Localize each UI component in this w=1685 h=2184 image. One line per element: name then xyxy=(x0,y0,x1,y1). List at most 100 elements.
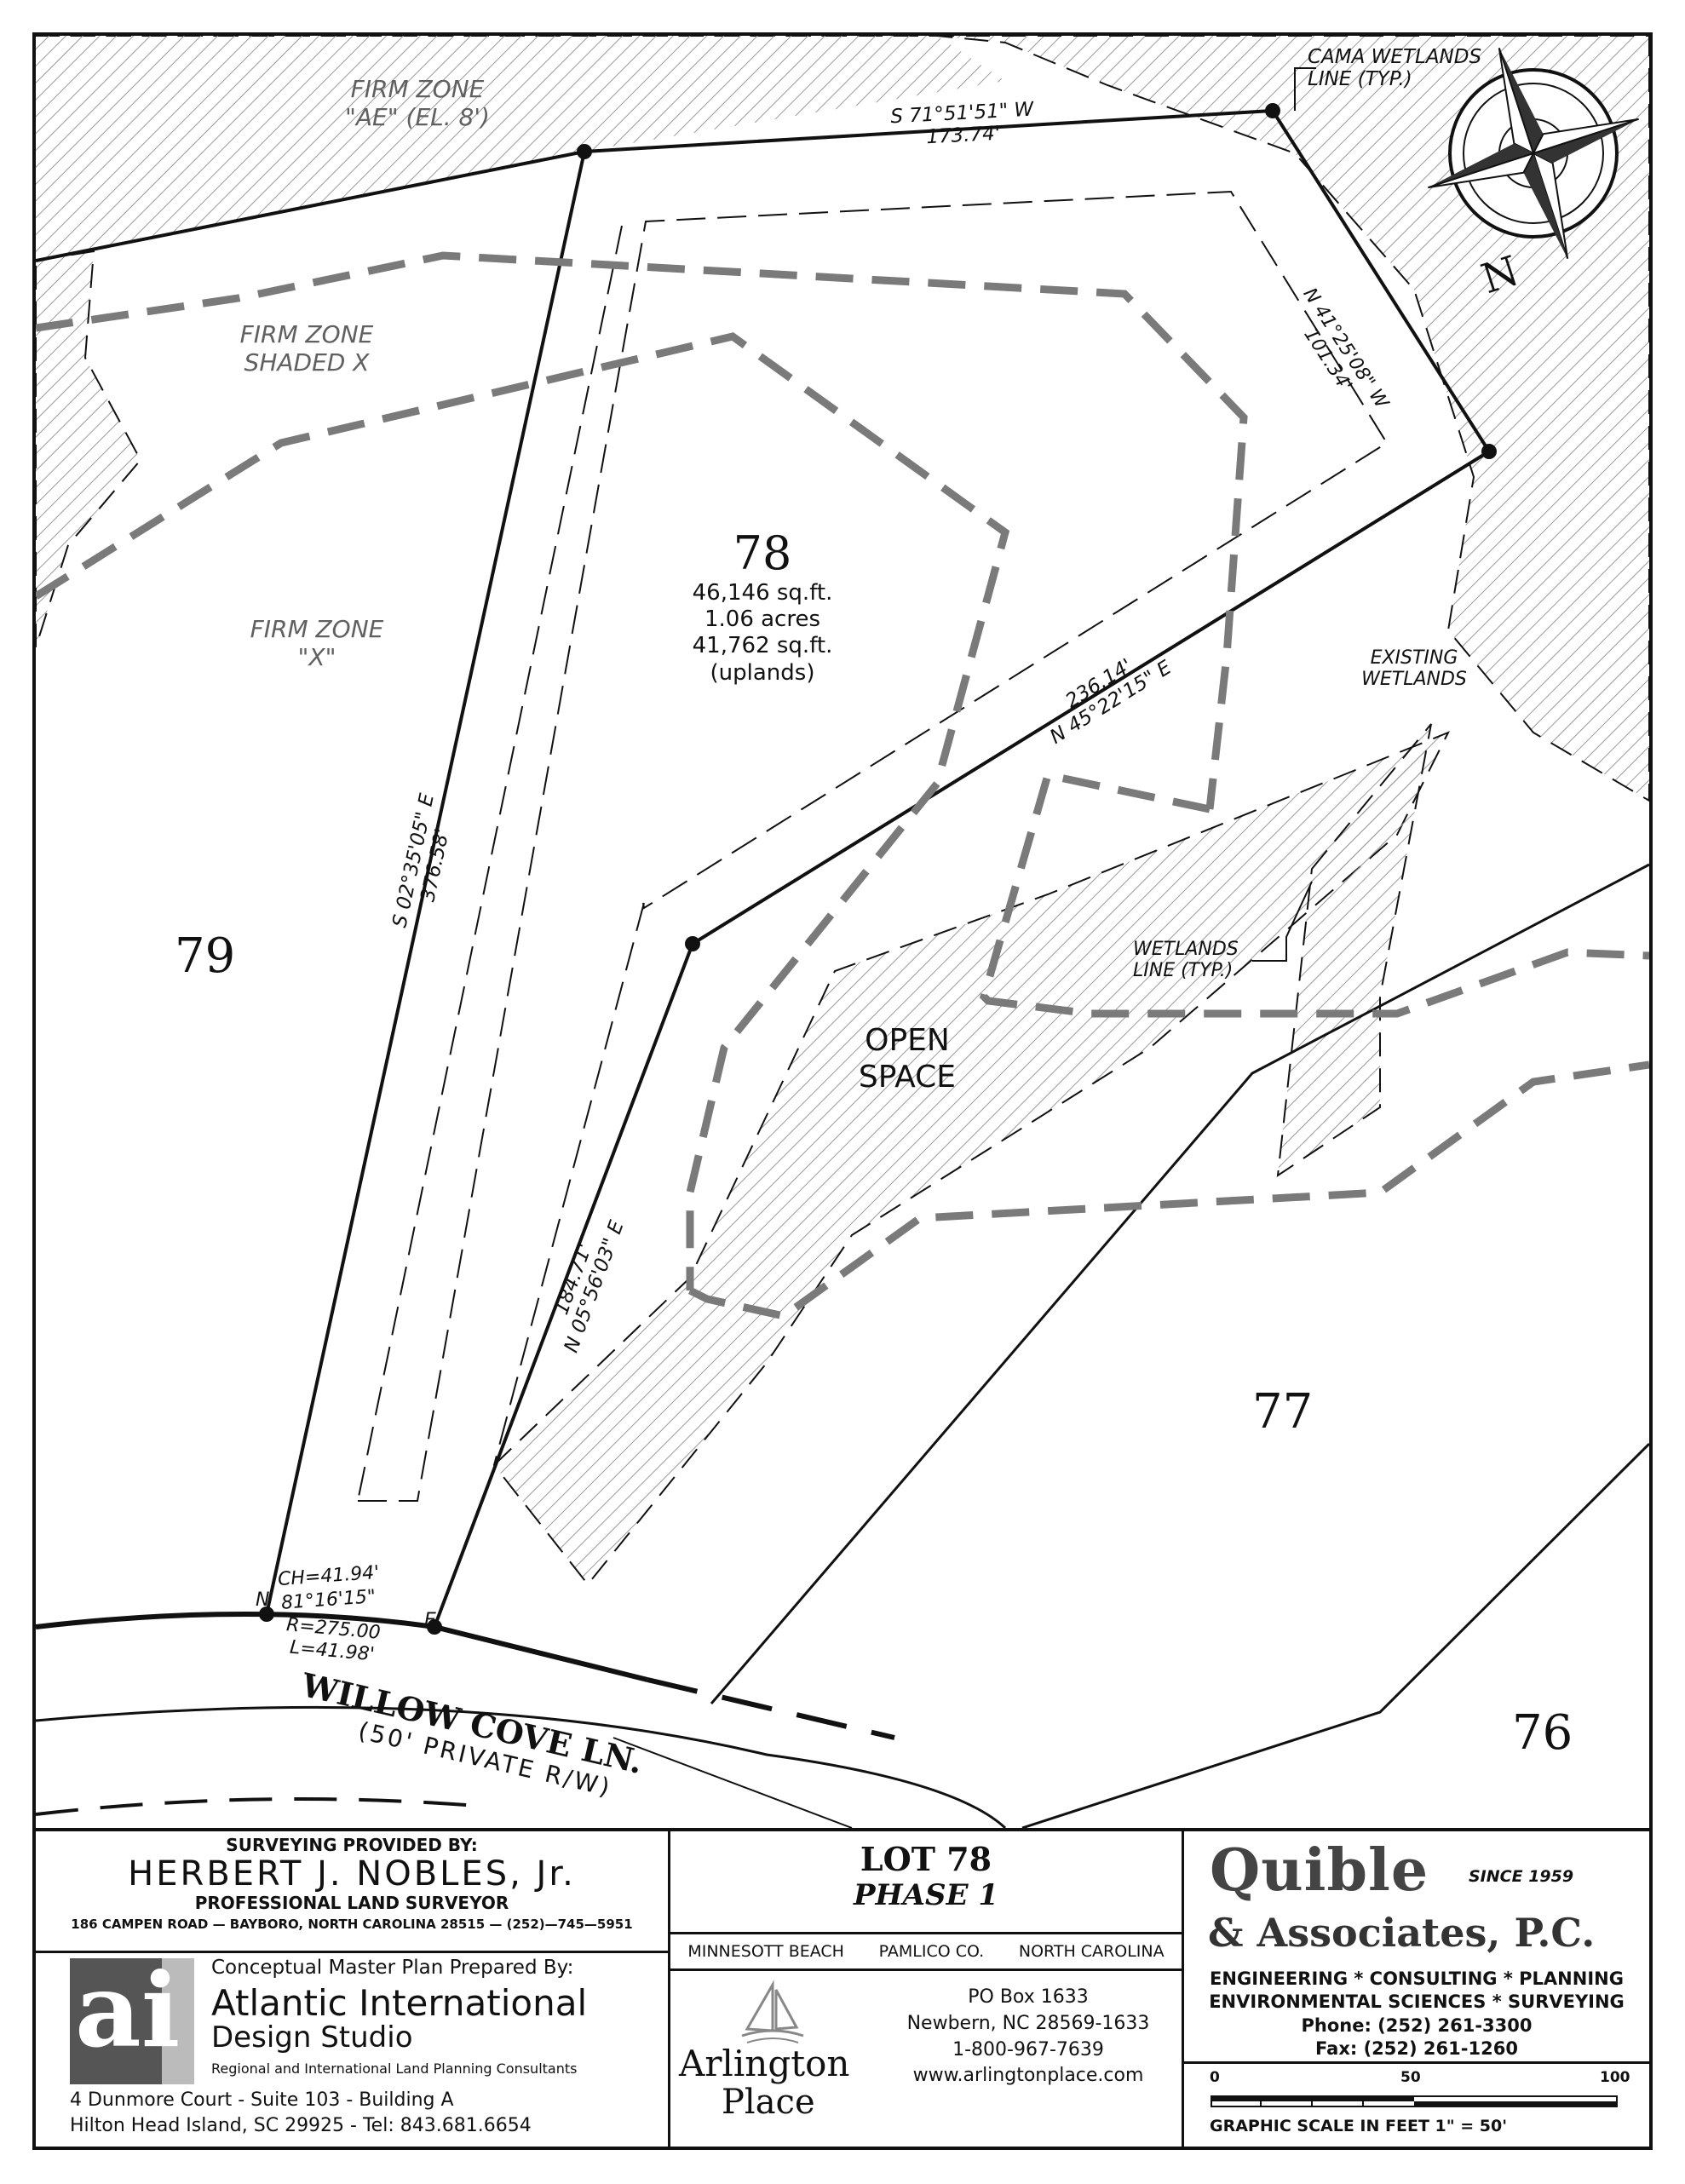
lot-corner-marker xyxy=(1265,103,1280,118)
open-space-line1: OPEN xyxy=(865,1023,950,1058)
firm-zone-line-upper xyxy=(36,251,1248,810)
firm-zone-line-wet xyxy=(979,770,1649,1018)
hatch-west-wetland xyxy=(36,250,142,648)
designer-panel: ai Conceptual Master Plan Prepared By: A… xyxy=(36,1953,668,2147)
lot-corner-marker xyxy=(427,1619,442,1635)
ai-logo-icon: ai xyxy=(70,1958,194,2084)
arlington-panel: Arlington Place PO Box 1633 Newbern, NC … xyxy=(670,1971,1182,2141)
wetlands-line2: LINE (TYP.) xyxy=(1133,960,1234,981)
firm-zone-line-south xyxy=(687,1060,1649,1320)
location-town: MINNESOTT BEACH xyxy=(687,1942,844,1961)
location-state: NORTH CAROLINA xyxy=(1018,1942,1165,1961)
lot-corner-marker xyxy=(685,936,700,951)
wetlands-line-label: WETLANDS LINE (TYP.) xyxy=(1133,939,1239,981)
arlington-contact: PO Box 1633 Newbern, NC 28569-1633 1-800… xyxy=(883,1985,1173,2089)
graphic-scale-panel: 0 50 100 GRAPHIC SCALE IN FEET 1" = 50' xyxy=(1184,2061,1649,2146)
lot-78-info: 78 46,146 sq.ft. 1.06 acres 41,762 sq.ft… xyxy=(656,526,869,687)
quible-name-line2: & Associates, P.C. xyxy=(1208,1910,1596,1956)
firm-zone-shaded-line2: SHADED X xyxy=(244,348,370,376)
lot-76-number: 76 xyxy=(1512,1705,1573,1761)
location-county: PAMLICO CO. xyxy=(878,1942,985,1961)
lot-78-uplands-sqft: 41,762 sq.ft. xyxy=(692,633,833,659)
surveyor-title: PROFESSIONAL LAND SURVEYOR xyxy=(194,1893,509,1913)
surveyor-provided-by: SURVEYING PROVIDED BY: xyxy=(226,1835,478,1855)
lot-79-number: 79 xyxy=(175,928,236,984)
scale-caption: GRAPHIC SCALE IN FEET 1" = 50' xyxy=(1210,2117,1508,2135)
surveyor-name: HERBERT J. NOBLES, Jr. xyxy=(128,1854,576,1894)
curve-bearing-e: E xyxy=(424,1610,436,1631)
cama-leader xyxy=(1294,67,1316,111)
lot-78-number: 78 xyxy=(733,526,792,580)
lot-title: LOT 78 xyxy=(860,1840,992,1878)
arlington-name-line1: Arlington xyxy=(679,2043,850,2084)
lot-78-uplands-label: (uplands) xyxy=(710,659,815,686)
firm-zone-ae-line2: "AE" (EL. 8') xyxy=(345,103,490,131)
title-block-left: SURVEYING PROVIDED BY: HERBERT J. NOBLES… xyxy=(36,1831,670,2147)
designer-tagline: Regional and International Land Planning… xyxy=(211,2060,578,2077)
surveyor-panel: SURVEYING PROVIDED BY: HERBERT J. NOBLES… xyxy=(36,1831,668,1953)
lot-77-line xyxy=(710,863,1649,1704)
arlington-web: www.arlingtonplace.com xyxy=(912,2065,1144,2087)
lot-corner-marker xyxy=(577,144,592,159)
designer-address2: Hilton Head Island, SC 29925 - Tel: 843.… xyxy=(70,2115,532,2136)
setback-line-west xyxy=(357,225,623,1502)
open-space-line2: SPACE xyxy=(858,1060,957,1095)
sheet-border xyxy=(32,32,1653,2150)
open-space-label: OPEN SPACE xyxy=(839,1022,975,1095)
scale-tick-100: 100 xyxy=(1600,2069,1630,2086)
cama-line2: LINE (TYP.) xyxy=(1308,68,1412,90)
title-block-right: Quible SINCE 1959 & Associates, P.C. ENG… xyxy=(1184,1831,1649,2147)
quible-since: SINCE 1959 xyxy=(1469,1867,1574,1886)
road-north-edge xyxy=(36,1612,648,1682)
existing-wetlands-line2: WETLANDS xyxy=(1361,669,1467,690)
scale-tick-50: 50 xyxy=(1400,2069,1421,2086)
arlington-city: Newbern, NC 28569-1633 xyxy=(906,2012,1150,2034)
cama-wetlands-label: CAMA WETLANDS LINE (TYP.) xyxy=(1308,46,1481,90)
firm-zone-line-lower xyxy=(36,332,1010,1290)
quible-name-line1: Quible xyxy=(1210,1836,1429,1905)
existing-wetlands-label: EXISTING WETLANDS xyxy=(1337,647,1491,690)
location-panel: MINNESOTT BEACH PAMLICO CO. NORTH CAROLI… xyxy=(670,1932,1182,1971)
road-north-dash xyxy=(647,1677,895,1740)
setback-line-east xyxy=(493,902,645,1466)
lot-76-line xyxy=(1021,1442,1649,1828)
wetlands-leader xyxy=(1252,881,1313,962)
road-south-line xyxy=(612,1737,853,1828)
lot-78-area-acres: 1.06 acres xyxy=(704,606,821,633)
firm-zone-shaded-label: FIRM ZONE SHADED X xyxy=(213,320,400,376)
designer-name-line1: Atlantic International xyxy=(211,1982,588,2024)
cama-line1: CAMA WETLANDS xyxy=(1308,46,1482,68)
quible-contact: ENGINEERING * CONSULTING * PLANNING ENVI… xyxy=(1184,1968,1649,2060)
wetlands-line1: WETLANDS xyxy=(1133,939,1239,960)
lot-77-number: 77 xyxy=(1252,1384,1314,1440)
firm-zone-shaded-line1: FIRM ZONE xyxy=(239,320,374,348)
lot-corner-marker xyxy=(259,1606,274,1622)
quible-phone: Phone: (252) 261-3300 xyxy=(1301,2014,1533,2036)
quible-services1: ENGINEERING * CONSULTING * PLANNING xyxy=(1210,1968,1624,1989)
firm-zone-ae-line1: FIRM ZONE xyxy=(350,75,485,103)
setback-line xyxy=(358,190,1389,1502)
firm-zone-ae-label: FIRM ZONE "AE" (EL. 8') xyxy=(324,75,511,131)
lot-corner-marker xyxy=(1481,444,1497,459)
curve-bearing-n: N xyxy=(256,1589,270,1611)
hatch-open-space xyxy=(492,731,1451,1586)
hatch-ae-band xyxy=(36,36,1005,261)
firm-zone-x-label: FIRM ZONE "X" xyxy=(223,615,411,671)
graphic-scale-bar xyxy=(1211,2095,1618,2107)
quible-panel: Quible SINCE 1959 & Associates, P.C. ENG… xyxy=(1184,1831,1649,2061)
lot-north-line xyxy=(36,108,1492,1628)
arlington-sail-icon xyxy=(741,1980,804,2043)
lot-west-line xyxy=(265,151,586,1615)
designer-prepared-by: Conceptual Master Plan Prepared By: xyxy=(211,1957,574,1979)
lot-78-area-sqft: 46,146 sq.ft. xyxy=(692,580,833,606)
arlington-name-line2: Place xyxy=(722,2083,815,2122)
compass-rose-icon xyxy=(1428,48,1639,259)
firm-zone-x-line2: "X" xyxy=(297,643,336,671)
designer-address1: 4 Dunmore Court - Suite 103 - Building A xyxy=(70,2089,454,2111)
arlington-phone: 1-800-967-7639 xyxy=(952,2038,1104,2060)
quible-fax: Fax: (252) 261-1260 xyxy=(1315,2037,1518,2059)
ai-logo-letters: ai xyxy=(75,1951,181,2071)
surveyor-address: 186 CAMPEN ROAD — BAYBORO, NORTH CAROLIN… xyxy=(71,1917,633,1932)
